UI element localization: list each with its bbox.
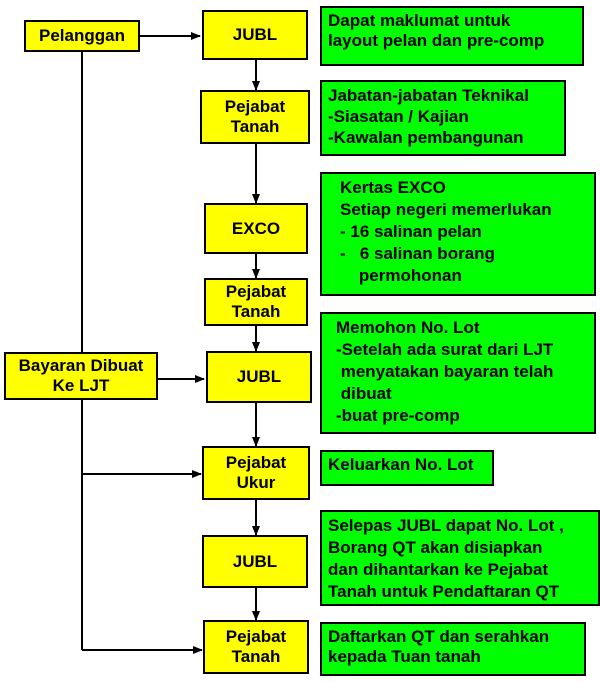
note-line: - 6 salinan borang <box>340 244 495 263</box>
note-line: Daftarkan QT dan serahkan <box>328 627 550 646</box>
note-memohon-no-lot: Memohon No. Lot -Setelah ada surat dari … <box>320 312 596 434</box>
step-label-line-2: Ukur <box>236 473 276 492</box>
step-label-line-1: Pejabat <box>225 627 287 646</box>
note-keluarkan-no-lot: Keluarkan No. Lot <box>320 450 494 486</box>
step-label-line-2: Tanah <box>231 647 281 666</box>
step-label-line-2: Tanah <box>230 117 280 136</box>
note-kertas-exco: Kertas EXCO Setiap negeri memerlukan - 1… <box>320 172 596 296</box>
step-label: JUBL <box>232 551 278 571</box>
note-line: dibuat <box>336 384 392 403</box>
note-line: menyatakan bayaran telah <box>336 362 554 381</box>
box-pelanggan: Pelanggan <box>24 20 140 52</box>
step-label-line-2: Tanah <box>231 302 281 321</box>
step-label: JUBL <box>236 367 282 386</box>
note-line: Memohon No. Lot <box>336 318 480 337</box>
note-jabatan-teknikal: Jabatan-jabatan Teknikal -Siasatan / Kaj… <box>320 80 566 156</box>
step-label-line-1: Pejabat <box>224 97 286 116</box>
note-line: Keluarkan No. Lot <box>328 455 474 474</box>
note-line: - 16 salinan pelan <box>340 222 482 241</box>
note-line: Kertas EXCO <box>340 178 446 197</box>
note-line: Jabatan-jabatan Teknikal <box>328 86 529 105</box>
bayaran-label-line-1: Bayaran Dibuat <box>18 356 144 375</box>
note-line: -Siasatan / Kajian <box>328 107 469 126</box>
note-line: Dapat maklumat untuk <box>328 11 511 30</box>
box-jubl-1: JUBL <box>202 10 308 60</box>
box-pejabat-tanah-2: Pejabat Tanah <box>204 278 308 326</box>
note-line: Tanah untuk Pendaftaran QT <box>328 582 560 601</box>
step-label: EXCO <box>231 218 281 238</box>
box-pejabat-tanah-1: Pejabat Tanah <box>200 90 310 144</box>
note-line: layout pelan dan pre-comp <box>328 31 545 50</box>
box-pejabat-tanah-3: Pejabat Tanah <box>203 620 309 674</box>
box-bayaran: Bayaran Dibuat Ke LJT <box>4 352 158 400</box>
step-label-line-1: Pejabat <box>225 453 287 472</box>
box-exco: EXCO <box>204 203 308 254</box>
box-jubl-2: JUBL <box>206 351 312 403</box>
note-daftarkan-qt: Daftarkan QT dan serahkan kepada Tuan ta… <box>320 622 586 676</box>
note-line: Borang QT akan disiapkan <box>328 538 543 557</box>
note-line: -Kawalan pembangunan <box>328 128 524 147</box>
step-label-line-1: Pejabat <box>225 282 287 301</box>
note-line: Selepas JUBL dapat No. Lot , <box>328 516 564 535</box>
pelanggan-label: Pelanggan <box>39 26 125 45</box>
note-layout-pelan: Dapat maklumat untuk layout pelan dan pr… <box>320 6 584 66</box>
note-line: Setiap negeri memerlukan <box>340 200 552 219</box>
note-borang-qt: Selepas JUBL dapat No. Lot , Borang QT a… <box>320 510 600 606</box>
note-line: kepada Tuan tanah <box>328 647 481 666</box>
bayaran-label-line-2: Ke LJT <box>52 376 110 395</box>
note-line: -Setelah ada surat dari LJT <box>336 340 554 359</box>
note-line: -buat pre-comp <box>336 406 460 425</box>
note-line: dan dihantarkan ke Pejabat <box>328 560 549 579</box>
box-jubl-3: JUBL <box>202 535 308 588</box>
note-line: permohonan <box>340 266 462 285</box>
box-pejabat-ukur: Pejabat Ukur <box>202 446 310 500</box>
step-label: JUBL <box>232 25 278 44</box>
